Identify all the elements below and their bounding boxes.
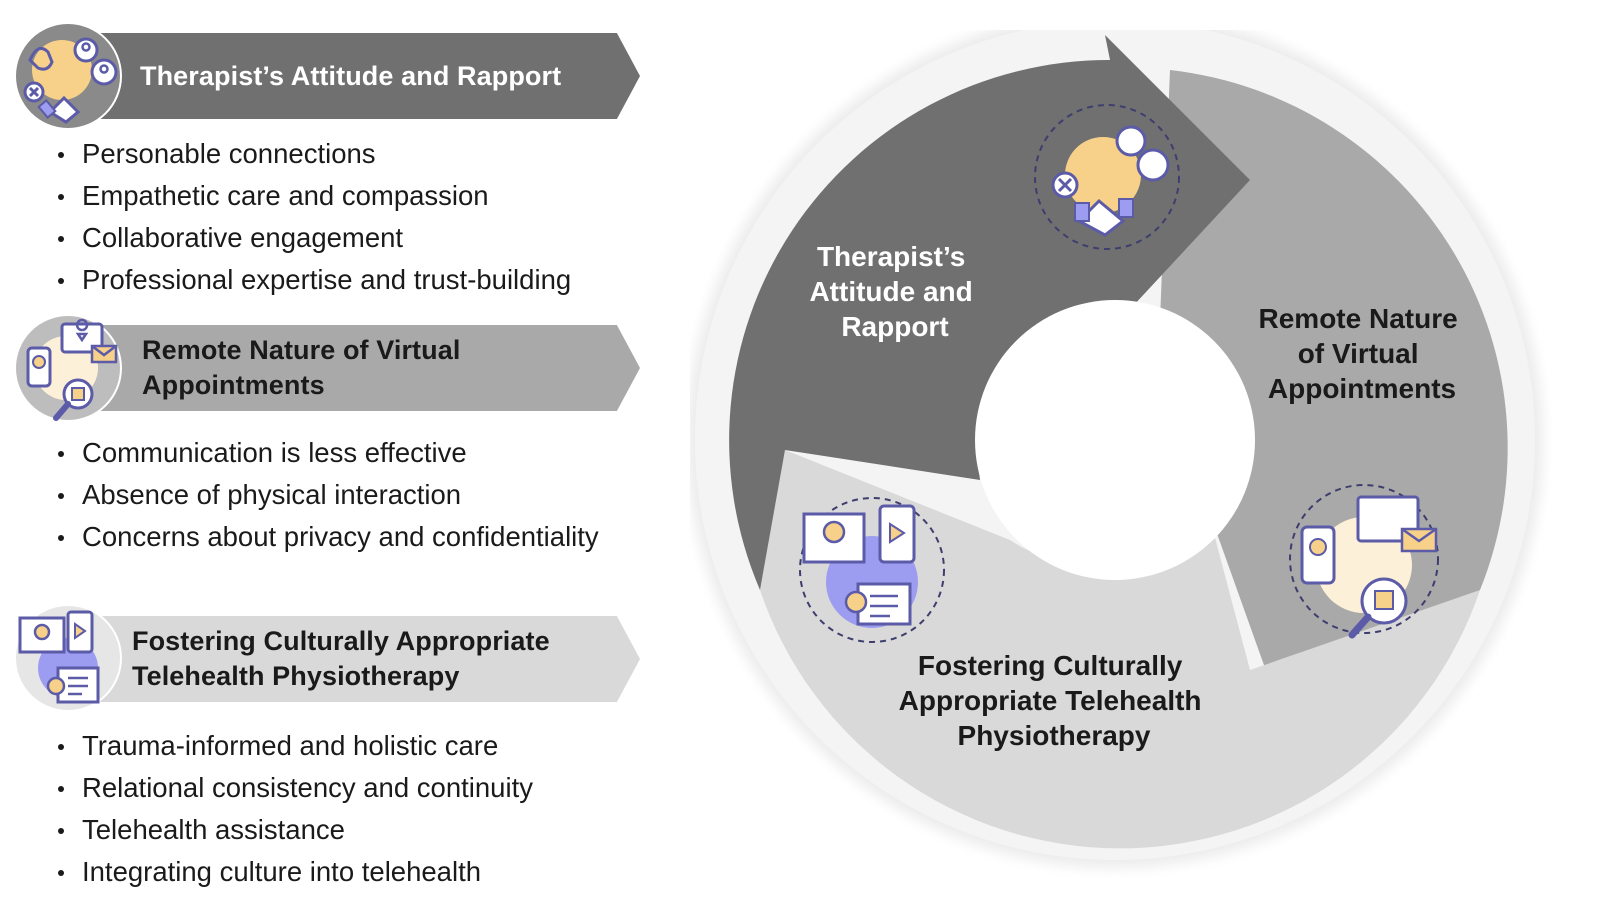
theme-banner-rapport: Therapist’s Attitude and Rapport — [62, 33, 640, 119]
culture-bullets: Trauma-informed and holistic care Relati… — [52, 725, 533, 893]
label-line: Appointments — [1268, 373, 1456, 404]
telehealth-culture-icon — [14, 604, 122, 712]
bullet-item: Integrating culture into telehealth — [52, 851, 533, 893]
label-line: Rapport — [841, 311, 948, 342]
cycle-culture-icon — [799, 497, 945, 643]
remote-bullets: Communication is less effective Absence … — [52, 432, 599, 558]
cycle-segment-culture — [760, 450, 1480, 849]
cycle-label-culture: Fostering Culturally Appropriate Telehea… — [899, 650, 1210, 751]
theme-title-line2: Telehealth Physiotherapy — [132, 661, 460, 691]
theme-rapport: Therapist’s Attitude and Rapport Persona… — [0, 0, 660, 310]
rapport-icon — [14, 22, 122, 130]
bullet-item: Empathetic care and compassion — [52, 175, 571, 217]
label-line: of Virtual — [1298, 338, 1419, 369]
theme-title-remote: Remote Nature of Virtual Appointments — [62, 333, 460, 403]
bullet-item: Concerns about privacy and confidentiali… — [52, 516, 599, 558]
bullet-item: Communication is less effective — [52, 432, 599, 474]
bullet-item: Absence of physical interaction — [52, 474, 599, 516]
bullet-item: Professional expertise and trust-buildin… — [52, 259, 571, 301]
bullet-item: Telehealth assistance — [52, 809, 533, 851]
label-line: Physiotherapy — [958, 720, 1151, 751]
cycle-center — [975, 300, 1255, 580]
theme-remote: Remote Nature of Virtual Appointments Co… — [0, 310, 660, 580]
label-line: Attitude and — [809, 276, 972, 307]
remote-appointment-icon — [14, 314, 122, 422]
cycle-rapport-icon — [1034, 104, 1180, 250]
cycle-remote-icon — [1289, 484, 1439, 639]
bullet-item: Personable connections — [52, 133, 571, 175]
bullet-item: Relational consistency and continuity — [52, 767, 533, 809]
label-line: Appropriate Telehealth — [899, 685, 1202, 716]
theme-title-line1: Therapist’s Attitude and Rapport — [140, 60, 562, 91]
theme-title-culture: Fostering Culturally Appropriate Telehea… — [62, 624, 550, 694]
theme-title-line1: Fostering Culturally Appropriate — [132, 626, 550, 656]
theme-banner-remote: Remote Nature of Virtual Appointments — [62, 325, 640, 411]
cycle-label-rapport: Therapist’s Attitude and Rapport — [809, 241, 980, 342]
rapport-bullets: Personable connections Empathetic care a… — [52, 133, 571, 301]
label-line: Therapist’s — [817, 241, 965, 272]
label-line: Remote Nature — [1259, 303, 1458, 334]
theme-title-line1: Remote Nature of Virtual — [142, 335, 461, 365]
theme-banner-culture: Fostering Culturally Appropriate Telehea… — [62, 616, 640, 702]
cycle-label-remote: Remote Nature of Virtual Appointments — [1259, 303, 1466, 404]
theme-title-line2: Appointments — [142, 370, 325, 400]
theme-culture: Fostering Culturally Appropriate Telehea… — [0, 580, 660, 923]
label-line: Fostering Culturally — [918, 650, 1183, 681]
theme-title-rapport: Therapist’s Attitude and Rapport — [62, 59, 561, 94]
bullet-item: Trauma-informed and holistic care — [52, 725, 533, 767]
bullet-item: Collaborative engagement — [52, 217, 571, 259]
cycle-diagram: Therapist’s Attitude and Rapport Remote … — [690, 30, 1543, 868]
